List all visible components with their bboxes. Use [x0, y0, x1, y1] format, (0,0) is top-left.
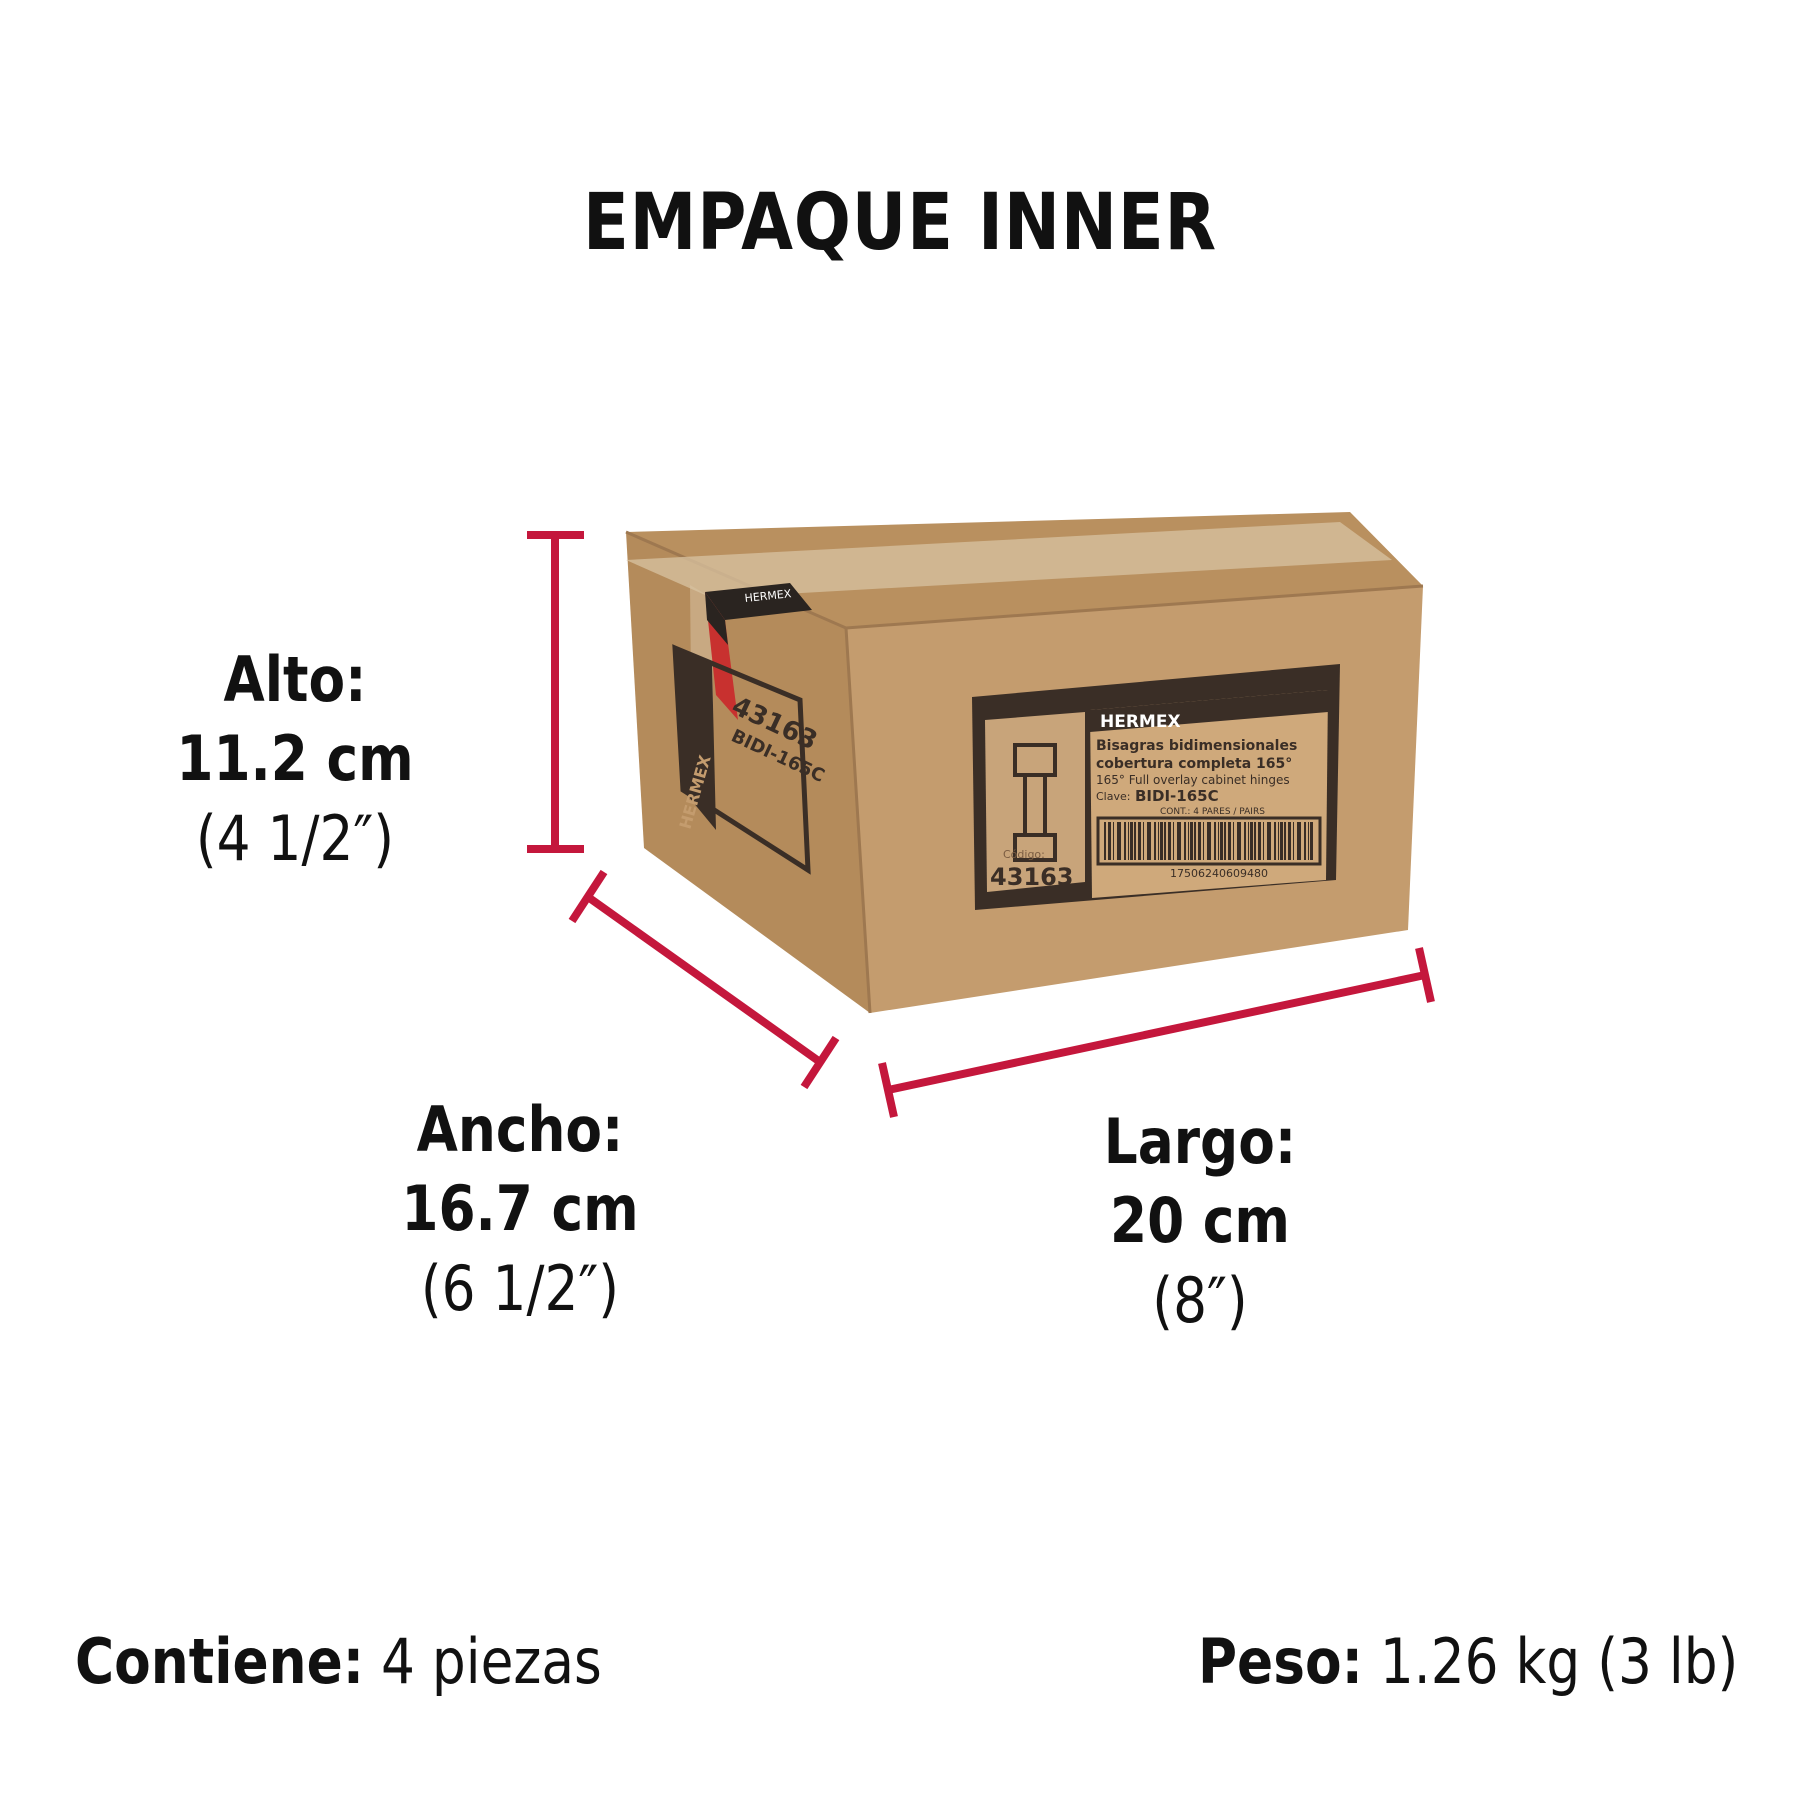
alto-label: Alto: [223, 643, 367, 716]
alto-metric: 11.2 cm [176, 722, 414, 796]
dimension-line-ancho [568, 869, 840, 1090]
largo-metric: 20 cm [1110, 1184, 1290, 1258]
contiene-label: Contiene: [75, 1625, 365, 1698]
label-desc-es-1: Bisagras bidimensionales [1096, 738, 1297, 754]
dimension-line-largo [878, 947, 1435, 1118]
label-desc-es-2: cobertura completa 165° [1096, 756, 1292, 772]
seal-text: HERMEX [744, 587, 792, 605]
cardboard-box: HERMEX 43163 BIDI-165C HERMEX HERMEX Bis… [625, 512, 1424, 1014]
front-label: HERMEX Bisagras bidimensionales cobertur… [972, 664, 1340, 910]
barcode-number: 17506240609480 [1170, 867, 1268, 880]
ancho-metric: 16.7 cm [401, 1172, 639, 1246]
barcode [1096, 816, 1322, 866]
largo-label: Largo: [1103, 1105, 1297, 1178]
peso-label: Peso: [1197, 1625, 1363, 1698]
hinge-icon [1013, 743, 1057, 862]
label-brand: HERMEX [1100, 712, 1181, 732]
alto-imperial: (4 1/2″) [195, 801, 395, 875]
ancho-label: Ancho: [416, 1093, 624, 1166]
peso-text: Peso: 1.26 kg (3 lb) [1198, 1625, 1738, 1698]
dimension-ancho: Ancho: 16.7 cm (6 1/2″) [391, 1090, 649, 1328]
dimension-line-alto [527, 531, 584, 853]
hermex-seal: HERMEX [705, 583, 812, 720]
label-codigo: 43163 [990, 863, 1074, 891]
peso-value: 1.26 kg (3 lb) [1379, 1625, 1738, 1698]
contiene-text: Contiene: 4 piezas [75, 1625, 602, 1698]
label-cont: CONT.: 4 PARES / PAIRS [1160, 807, 1265, 817]
label-clave-label: Clave: [1096, 790, 1130, 803]
dimension-alto: Alto: 11.2 cm (4 1/2″) [170, 640, 419, 878]
dimension-largo: Largo: 20 cm (8″) [1071, 1102, 1329, 1340]
contiene-value: 4 piezas [381, 1625, 602, 1698]
label-codigo-label: Código: [1003, 848, 1045, 861]
largo-imperial: (8″) [1152, 1263, 1248, 1337]
label-clave: BIDI-165C [1135, 787, 1219, 805]
page-title: EMPAQUE INNER [582, 178, 1218, 268]
ancho-imperial: (6 1/2″) [420, 1251, 620, 1325]
label-desc-en: 165° Full overlay cabinet hinges [1096, 773, 1290, 787]
